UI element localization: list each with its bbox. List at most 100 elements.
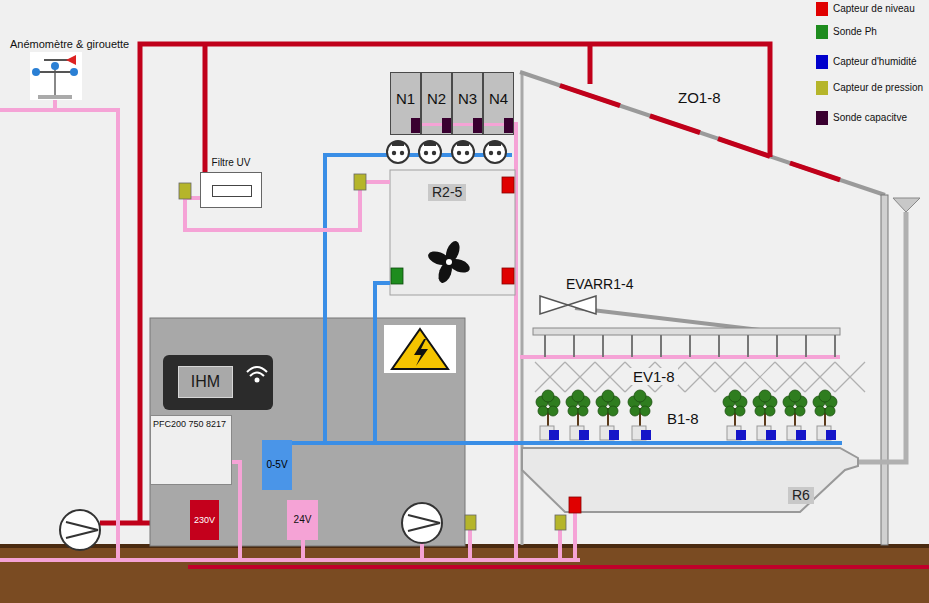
dosing-pump-symbol: [457, 151, 461, 155]
greenhouse-structure: [520, 72, 885, 195]
cable: [301, 540, 305, 560]
control-cabinet: [150, 318, 465, 546]
plant: [785, 406, 795, 416]
shelf-support: [660, 335, 662, 357]
pressure-sensor: [555, 515, 566, 530]
tank-box: N3: [452, 72, 483, 135]
ph-probe: [391, 268, 403, 284]
power-terminal: 24V: [287, 500, 318, 540]
shelf-support: [573, 335, 575, 357]
ground: [0, 544, 929, 603]
cable: [468, 530, 472, 560]
plant: [766, 430, 776, 440]
shelf-support: [718, 335, 720, 357]
wifi-icon: [250, 373, 264, 377]
plant: [609, 430, 619, 440]
anemometer-icon: [30, 52, 82, 100]
hmi-label: IHM: [191, 373, 220, 391]
capacitive-probe: [504, 118, 513, 133]
plant: [729, 390, 741, 402]
pressure-sensor: [465, 515, 476, 530]
cable: [420, 543, 424, 560]
tank-label: R6: [788, 487, 814, 504]
evaporator-pad: [595, 362, 625, 392]
fan-icon: [426, 239, 471, 284]
dosing-pump-symbol: [432, 151, 436, 155]
capacitive-probe: [473, 118, 482, 133]
misting-nozzle: [718, 139, 770, 157]
plant: [572, 390, 584, 402]
evaporative-pipe: [575, 308, 760, 330]
evaporator-pad: [565, 362, 595, 392]
pressure-sensor: [354, 174, 366, 190]
plant: [538, 406, 548, 416]
ph-probe: [391, 268, 403, 284]
plant: [602, 390, 614, 402]
tank-label: N1: [396, 90, 415, 107]
shelf-support: [689, 335, 691, 357]
voltage-label: 24V: [294, 514, 312, 526]
dosing-pump-symbol: [489, 142, 501, 146]
plant: [634, 390, 646, 402]
plant: [789, 390, 801, 402]
valve-symbol: [568, 296, 596, 314]
power-line: [188, 567, 929, 568]
plant: [765, 406, 775, 416]
shelf-support: [602, 335, 604, 357]
greenhouse-structure: [881, 195, 888, 545]
sensor-label: Anémomètre & girouette: [10, 38, 129, 51]
signal-wire: [292, 155, 842, 443]
control-cabinet: [150, 318, 465, 546]
warning-sign: [392, 329, 448, 369]
level-sensor: [502, 177, 514, 193]
plant: [641, 430, 651, 440]
cable: [558, 530, 562, 560]
drain-tank-box: R6: [522, 448, 858, 512]
plant: [725, 406, 735, 416]
wifi-icon: [256, 379, 259, 382]
evaporative-pipe: [533, 308, 840, 357]
legend-text: Capteur d'humidité: [833, 55, 917, 69]
tank-label: N2: [427, 90, 446, 107]
warning-sign: [384, 325, 456, 373]
pump-symbol: [60, 503, 442, 550]
warning-sign: [414, 339, 428, 366]
pressure-sensor: [179, 174, 566, 530]
dosing-pump-symbol: [392, 151, 396, 155]
uv-lamp: [212, 185, 252, 197]
anemometer-icon: [32, 68, 40, 76]
nutrient-tank: [390, 170, 515, 295]
evaporator-pad: [715, 362, 745, 392]
evaporator-pad: [745, 362, 775, 392]
plant: [542, 390, 554, 402]
valve-symbol: [540, 296, 568, 314]
legend-swatch: [816, 111, 828, 125]
tank-box: N1: [390, 72, 421, 135]
pump-symbol: [402, 503, 442, 543]
cable: [232, 462, 240, 560]
plant: [795, 406, 805, 416]
cable: [0, 110, 118, 560]
plant: [578, 406, 588, 416]
level-sensor: [502, 177, 581, 513]
pipe-connector: [292, 283, 390, 443]
greenhouse-structure: [521, 72, 524, 545]
valve-symbol: [540, 296, 596, 314]
legend-text: Capteur de pression: [833, 81, 923, 95]
plant: [608, 406, 618, 416]
plant: [536, 390, 837, 440]
fan-icon: [446, 259, 452, 265]
control-cabinet: [163, 355, 273, 410]
water-pipe: [588, 44, 593, 84]
capacitive-probe: [411, 118, 420, 133]
dosing-pump-symbol: [424, 151, 428, 155]
water-pipe: [203, 44, 208, 172]
evaporator-pad: [835, 362, 865, 392]
tank-label: N3: [458, 90, 477, 107]
shelf-support: [544, 335, 546, 357]
plant: [759, 390, 771, 402]
